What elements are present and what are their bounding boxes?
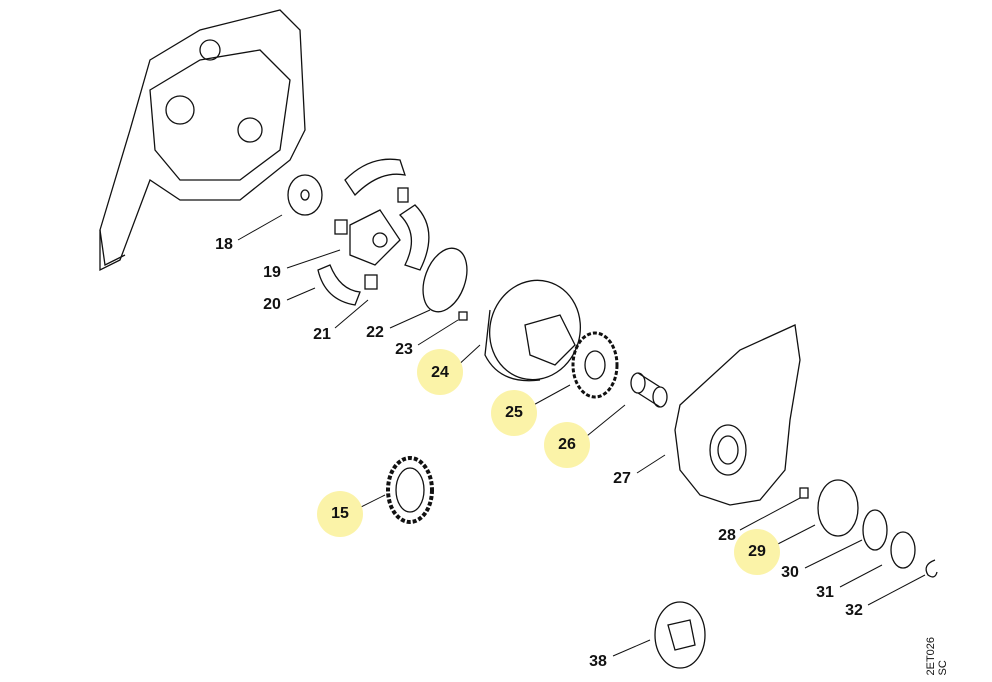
rim-sprocket-15-part bbox=[386, 456, 434, 524]
callout-15: 15 bbox=[331, 505, 349, 522]
washer-31-part bbox=[890, 531, 916, 569]
highlight-26 bbox=[544, 422, 590, 468]
callout-29: 29 bbox=[748, 543, 766, 560]
callout-31: 31 bbox=[816, 584, 834, 601]
callout-28: 28 bbox=[718, 527, 736, 544]
e-clip-part bbox=[925, 559, 938, 578]
highlight-24 bbox=[417, 349, 463, 395]
washer-29-part bbox=[817, 479, 859, 537]
callout-32: 32 bbox=[845, 602, 863, 619]
callout-23: 23 bbox=[395, 341, 413, 358]
callout-38: 38 bbox=[589, 653, 607, 670]
sprocket-cover-part bbox=[674, 324, 801, 506]
screw-28-part bbox=[799, 487, 809, 499]
crankcase-part bbox=[99, 9, 306, 272]
rim-sprocket-part bbox=[571, 331, 619, 399]
highlight-15 bbox=[317, 491, 363, 537]
callout-18: 18 bbox=[215, 236, 233, 253]
needle-cage-part bbox=[630, 372, 668, 408]
circlip-part bbox=[862, 509, 888, 551]
callout-26: 26 bbox=[558, 436, 576, 453]
callout-22: 22 bbox=[366, 324, 384, 341]
washer-part bbox=[287, 174, 323, 216]
disc-part bbox=[422, 247, 468, 313]
callout-27: 27 bbox=[613, 470, 631, 487]
highlight-25 bbox=[491, 390, 537, 436]
callout-19: 19 bbox=[263, 264, 281, 281]
screw-part bbox=[458, 311, 468, 321]
callout-24: 24 bbox=[431, 364, 449, 381]
clutch-part bbox=[317, 158, 430, 306]
highlight-29 bbox=[734, 529, 780, 575]
spur-sprocket-part bbox=[654, 601, 706, 669]
callout-25: 25 bbox=[505, 404, 523, 421]
drawing-code: 2ET026 SC bbox=[925, 636, 949, 676]
callout-30: 30 bbox=[781, 564, 799, 581]
callout-20: 20 bbox=[263, 296, 281, 313]
callout-21: 21 bbox=[313, 326, 331, 343]
